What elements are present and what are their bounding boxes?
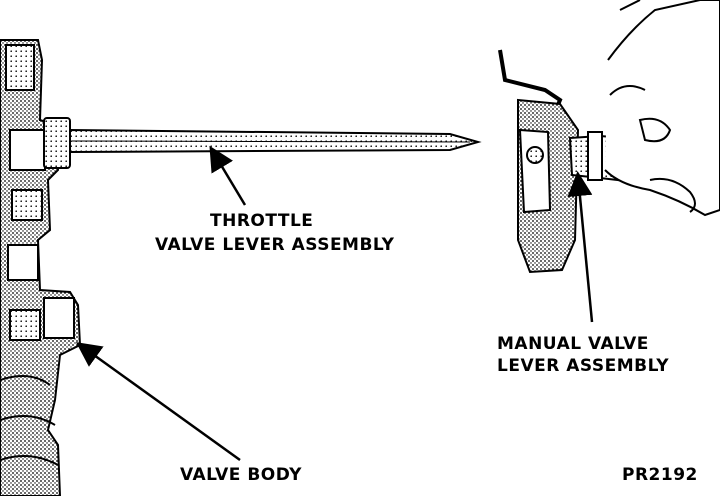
hand-drawing — [604, 0, 720, 217]
manual-valve-lever-label: MANUAL VALVE LEVER ASSEMBLY — [497, 333, 669, 377]
throttle-arrow — [209, 145, 247, 206]
manual-label-line2: LEVER ASSEMBLY — [497, 356, 670, 376]
figure-code: PR2192 — [622, 464, 698, 486]
valve-body-arrow — [75, 342, 241, 462]
figure-code-text: PR2192 — [622, 465, 698, 485]
throttle-label-line1: THROTTLE — [210, 211, 314, 231]
throttle-label-line2: VALVE LEVER ASSEMBLY — [155, 235, 395, 255]
manual-label-line1: MANUAL VALVE — [497, 334, 649, 354]
manual-valve-arrow — [567, 171, 594, 323]
throttle-valve-lever-label-line2: VALVE LEVER ASSEMBLY — [155, 234, 394, 256]
throttle-valve-lever-label: THROTTLE — [210, 210, 360, 232]
valve-body-text: VALVE BODY — [180, 465, 302, 485]
valve-body-drawing — [0, 39, 82, 496]
valve-body-label: VALVE BODY — [180, 464, 302, 486]
throttle-valve-lever-drawing — [43, 117, 482, 169]
